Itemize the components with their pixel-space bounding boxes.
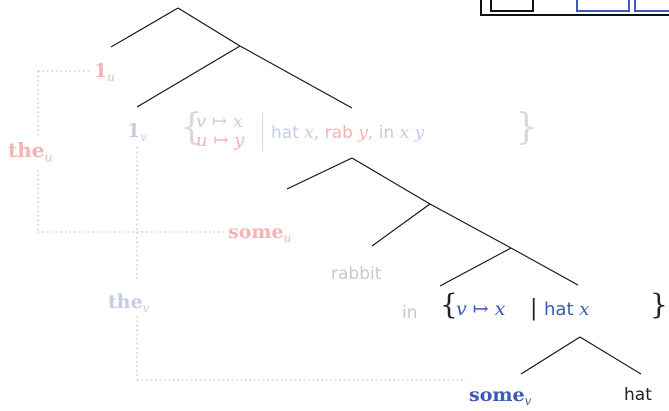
node-some-v: somev — [469, 386, 531, 408]
env-top-line1: v ↦ x — [196, 111, 243, 132]
formula-in-vars: x y — [399, 123, 425, 143]
edge — [429, 203, 512, 249]
formula-hat: hat — [271, 123, 299, 143]
env-bottom-brace-close: } — [650, 288, 668, 321]
node-some-u: someu — [228, 223, 291, 245]
node-one-v-text: 1 — [127, 120, 141, 142]
env-top-divider — [262, 113, 263, 151]
node-the-u-sub: u — [44, 149, 53, 165]
edge — [371, 203, 431, 247]
node-one-u-text: 1 — [94, 60, 108, 82]
edge — [136, 45, 241, 108]
edge — [177, 7, 241, 47]
edge — [520, 336, 581, 375]
formula-rab: rab — [324, 123, 353, 143]
thumbnail-strip — [480, 0, 669, 16]
edge — [286, 157, 353, 190]
env-bottom-brace-open: { — [440, 288, 458, 321]
edge — [510, 247, 579, 286]
node-some-u-text: some — [228, 221, 284, 243]
env-bottom-divider: | — [530, 296, 538, 321]
edge — [439, 247, 512, 287]
formula-hat-var: x — [304, 123, 314, 143]
edge — [351, 157, 431, 205]
node-hat: hat — [624, 385, 652, 405]
thumbnail-cell — [490, 0, 534, 12]
env-top-line2: u ↦ y — [196, 130, 245, 151]
node-rabbit: rabbit — [331, 264, 382, 284]
node-the-u-text: the — [8, 138, 45, 162]
node-the-v: thev — [108, 293, 149, 315]
formula-rab-var: y — [358, 123, 368, 143]
env-bottom-formula: hat x — [544, 301, 589, 319]
edge — [239, 45, 353, 109]
env-top-formula: hat x, rab y, in x y — [271, 123, 425, 143]
node-the-v-text: the — [108, 291, 143, 313]
node-the-u: theu — [8, 140, 53, 164]
node-one-u-sub: u — [107, 70, 115, 85]
node-some-v-text: some — [469, 384, 525, 406]
node-some-u-sub: u — [283, 231, 292, 246]
node-in: in — [402, 303, 418, 323]
node-some-v-sub: v — [524, 394, 532, 409]
node-one-u: 1u — [94, 62, 115, 84]
edge — [579, 336, 642, 375]
env-bottom-mapping: v ↦ x — [456, 298, 506, 320]
env-top-brace-open: { — [180, 107, 203, 148]
formula-in: in — [378, 123, 395, 143]
edge — [110, 7, 179, 48]
node-one-v: 1v — [127, 122, 147, 144]
env-bottom-formula-hat: hat — [544, 299, 574, 320]
env-bottom-formula-var: x — [579, 299, 590, 320]
env-top-brace-close: } — [515, 107, 538, 148]
node-the-v-sub: v — [142, 301, 150, 316]
node-one-v-sub: v — [140, 130, 147, 145]
thumbnail-cell-selected — [634, 0, 669, 12]
thumbnail-cell-selected — [576, 0, 630, 12]
